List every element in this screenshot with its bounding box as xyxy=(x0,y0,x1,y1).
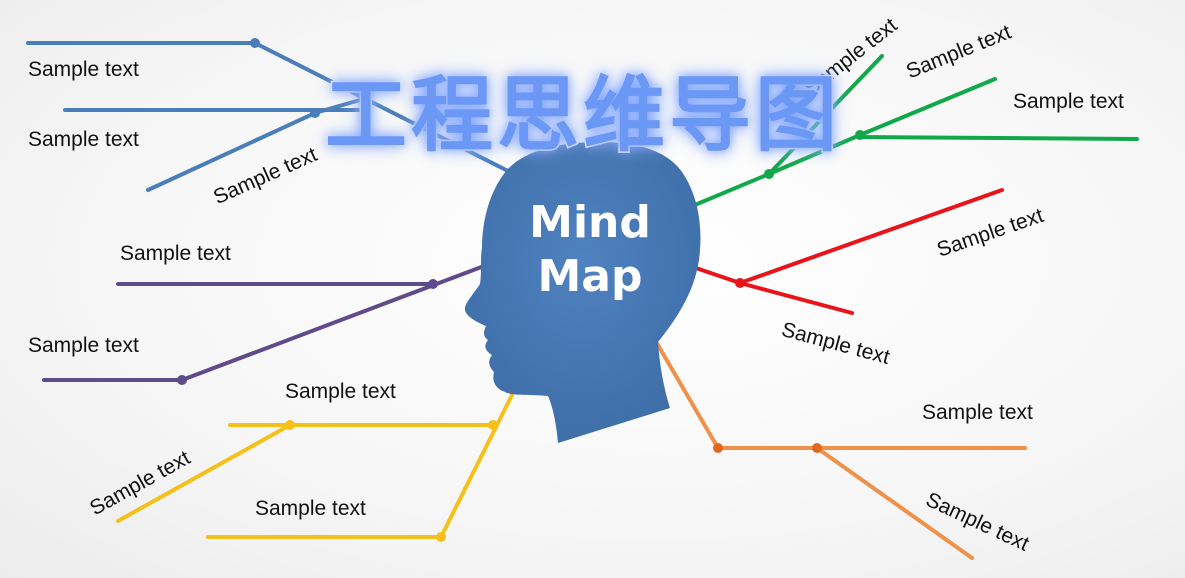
orange-branch xyxy=(653,338,1027,560)
center-label: Mind Map xyxy=(500,196,680,304)
purple-branch xyxy=(42,261,494,382)
center-line-2: Map xyxy=(537,251,643,302)
red-branch xyxy=(688,188,1004,315)
title: 工程思维导图 xyxy=(323,66,841,165)
label-purple-2: Sample text xyxy=(28,334,139,357)
node-dots xyxy=(177,38,865,542)
label-blue-1: Sample text xyxy=(28,58,139,81)
label-purple-1: Sample text xyxy=(120,242,231,265)
yellow-branch xyxy=(116,393,514,539)
label-yellow-1: Sample text xyxy=(285,380,396,403)
center-line-1: Mind xyxy=(529,197,651,248)
label-green-3: Sample text xyxy=(1013,90,1124,113)
head-silhouette xyxy=(464,142,701,443)
label-orange-1: Sample text xyxy=(922,401,1033,424)
label-blue-2: Sample text xyxy=(28,128,139,151)
label-yellow-3: Sample text xyxy=(255,497,366,520)
green-branch xyxy=(688,54,1139,209)
